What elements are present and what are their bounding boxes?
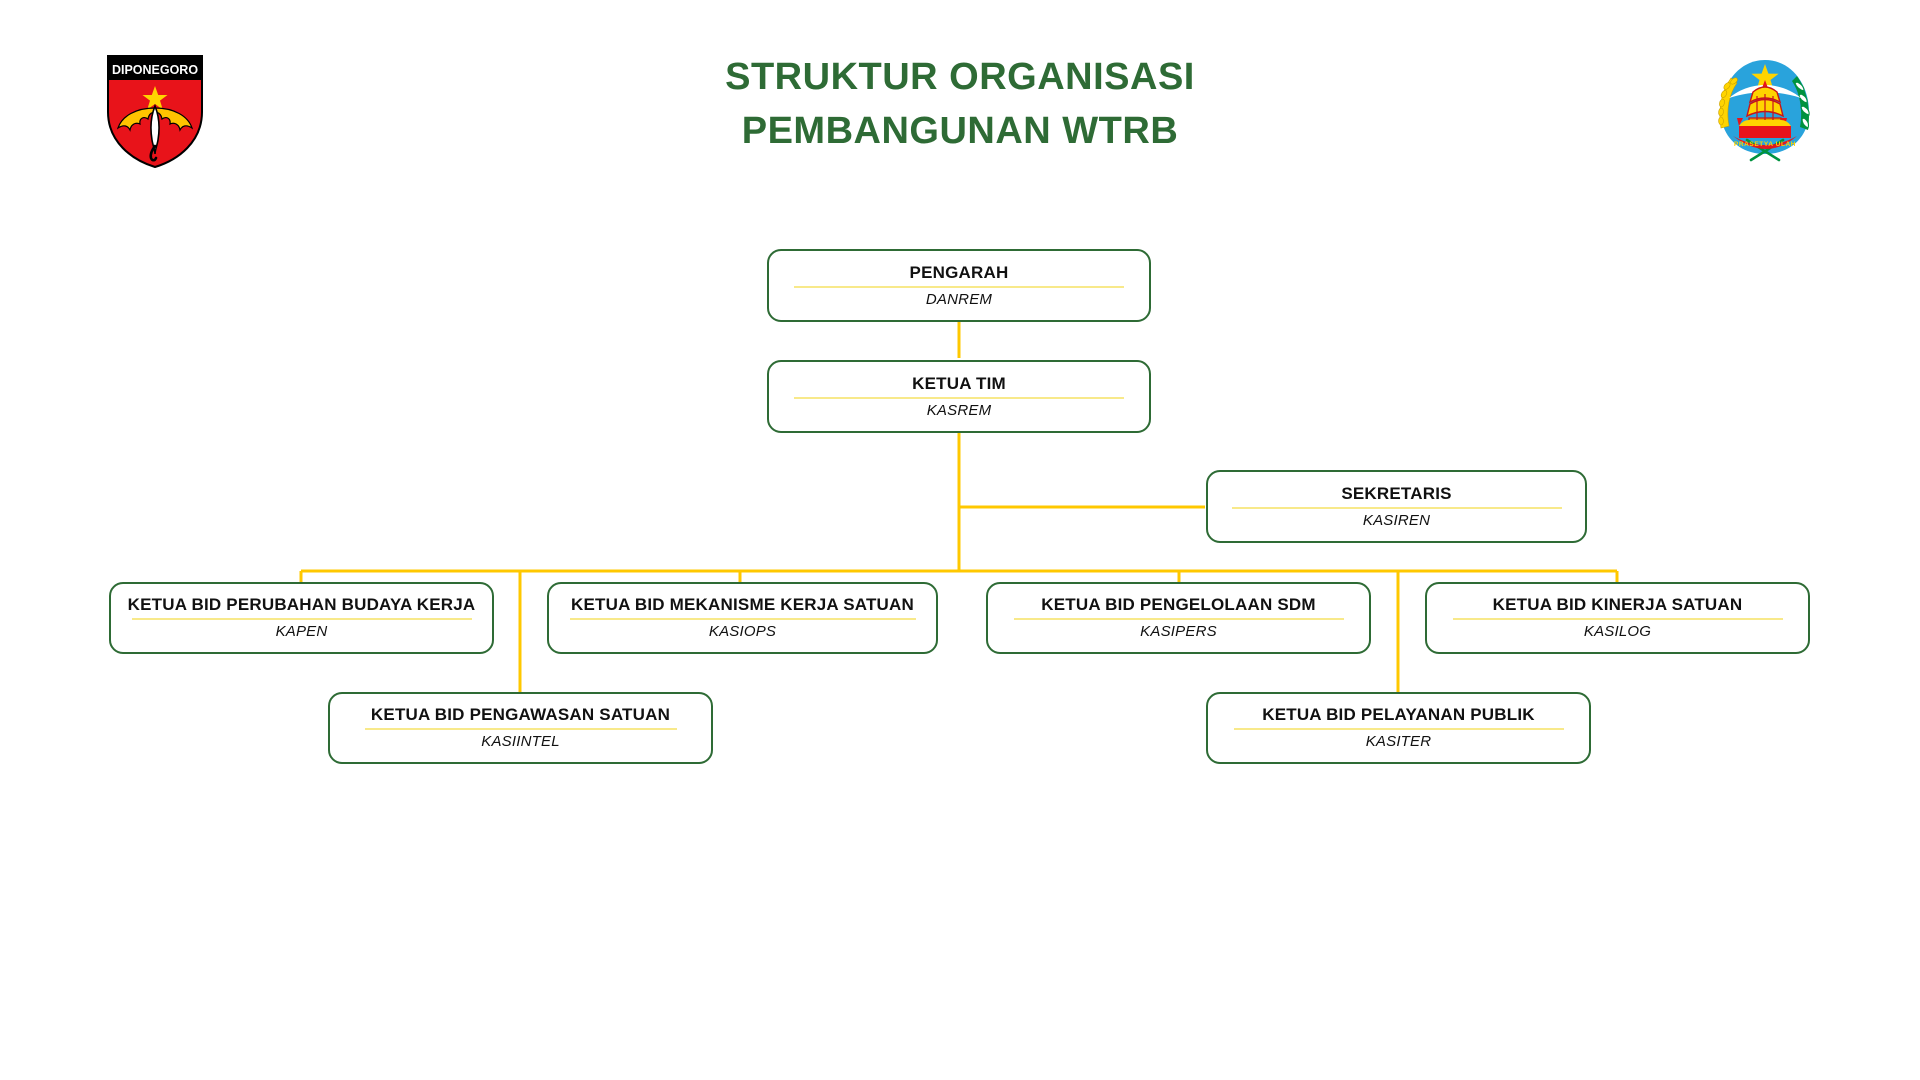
org-node-title: KETUA BID MEKANISME KERJA SATUAN: [571, 595, 914, 614]
org-node-pengarah[interactable]: PENGARAH DANREM: [767, 249, 1151, 322]
node-divider: [1233, 728, 1564, 730]
diponegoro-banner-text: DIPONEGORO: [112, 63, 198, 77]
org-node-subtitle: KASIOPS: [708, 623, 777, 640]
kodam-diponegoro-emblem: DIPONEGORO: [100, 50, 210, 170]
node-divider: [1452, 618, 1783, 620]
page-title-line-2: PEMBANGUNAN WTRB: [741, 110, 1179, 152]
org-node-title: KETUA BID PELAYANAN PUBLIK: [1262, 705, 1535, 724]
seal-ribbon-text: PRASETYA ULAH: [1734, 141, 1796, 148]
node-divider: [794, 396, 1124, 399]
org-node-bid-perubahan-budaya-kerja[interactable]: KETUA BID PERUBAHAN BUDAYA KERJA KAPEN: [109, 582, 494, 654]
org-node-subtitle: KASREM: [926, 401, 992, 419]
org-node-bid-pengawasan-satuan[interactable]: KETUA BID PENGAWASAN SATUAN KASIINTEL: [328, 692, 713, 764]
page-title-line-1: STRUKTUR ORGANISASI: [725, 56, 1195, 98]
org-node-bid-pelayanan-publik[interactable]: KETUA BID PELAYANAN PUBLIK KASITER: [1206, 692, 1591, 764]
org-node-subtitle: KASIPERS: [1140, 623, 1217, 640]
org-node-subtitle: KASILOG: [1583, 623, 1652, 640]
org-node-title: KETUA BID KINERJA SATUAN: [1492, 595, 1743, 614]
page-title: STRUKTUR ORGANISASI PEMBANGUNAN WTRB: [460, 50, 1460, 158]
org-node-title: PENGARAH: [909, 262, 1009, 282]
org-node-bid-kinerja-satuan[interactable]: KETUA BID KINERJA SATUAN KASILOG: [1425, 582, 1810, 654]
org-node-subtitle: KASIREN: [1362, 511, 1431, 529]
org-node-title: KETUA BID PERUBAHAN BUDAYA KERJA: [127, 595, 476, 614]
jawa-tengah-seal-icon: PRASETYA ULAH: [1718, 60, 1810, 162]
org-node-title: SEKRETARIS: [1341, 483, 1452, 503]
node-divider: [569, 618, 916, 620]
org-node-subtitle: KAPEN: [275, 623, 328, 640]
node-divider: [1013, 618, 1344, 620]
jawa-tengah-provincial-emblem: PRASETYA ULAH: [1705, 52, 1825, 170]
node-divider: [131, 618, 472, 620]
org-node-subtitle: DANREM: [925, 290, 993, 308]
org-node-subtitle: KASITER: [1365, 733, 1432, 750]
org-node-title: KETUA BID PENGELOLAAN SDM: [1041, 595, 1316, 614]
org-node-subtitle: KASIINTEL: [481, 733, 560, 750]
node-divider: [794, 285, 1124, 288]
node-divider: [1231, 506, 1562, 509]
org-node-title: KETUA TIM: [912, 373, 1006, 393]
org-node-ketua-tim[interactable]: KETUA TIM KASREM: [767, 360, 1151, 433]
org-node-bid-pengelolaan-sdm[interactable]: KETUA BID PENGELOLAAN SDM KASIPERS: [986, 582, 1371, 654]
org-node-title: KETUA BID PENGAWASAN SATUAN: [370, 705, 671, 724]
node-divider: [364, 728, 677, 730]
org-node-bid-mekanisme-kerja-satuan[interactable]: KETUA BID MEKANISME KERJA SATUAN KASIOPS: [547, 582, 938, 654]
diponegoro-shield-icon: DIPONEGORO: [107, 55, 203, 169]
org-node-sekretaris[interactable]: SEKRETARIS KASIREN: [1206, 470, 1587, 543]
